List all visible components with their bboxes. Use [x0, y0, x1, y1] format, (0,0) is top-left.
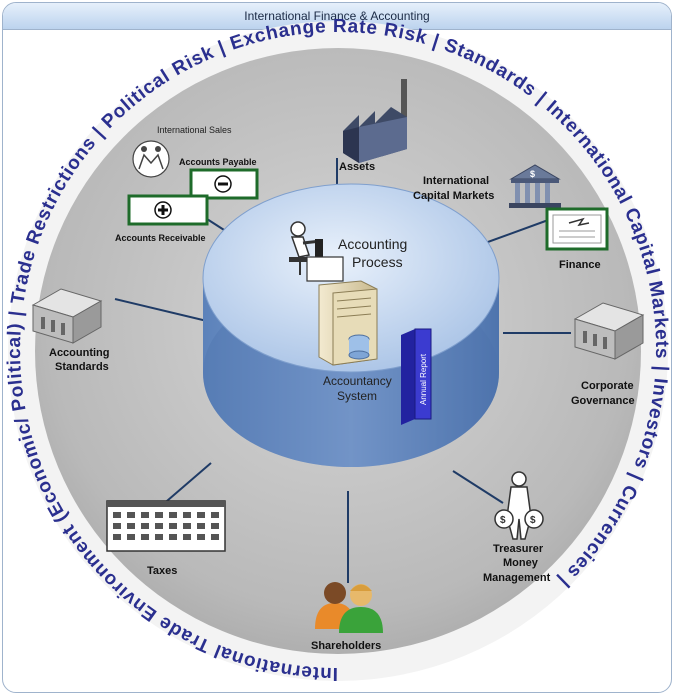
process-label-line1: Accounting — [338, 236, 407, 252]
system-label-line1: Accountancy — [323, 374, 392, 388]
capital-markets-label-line1: International — [423, 175, 489, 187]
trading-people-icon — [132, 140, 170, 178]
shareholders-label: Shareholders — [311, 640, 381, 652]
governance-building-icon — [573, 302, 645, 360]
certificate-icon — [545, 207, 609, 251]
accounting-standards-label-line2: Standards — [55, 361, 109, 373]
svg-text:$: $ — [500, 515, 506, 526]
accounts-receivable-label: Accounts Receivable — [115, 233, 206, 243]
treasurer-label-line1: Treasurer — [493, 543, 544, 555]
minus-box-icon — [189, 168, 259, 200]
taxes-label: Taxes — [147, 565, 177, 577]
capital-markets-label-line2: Capital Markets — [413, 190, 494, 202]
system-label-line2: System — [337, 389, 377, 403]
accounting-cylinder — [202, 183, 500, 467]
treasurer-label-line2: Money — [503, 557, 539, 569]
process-label-line2: Process — [352, 254, 403, 270]
corporate-governance-label-line1: Corporate — [581, 380, 634, 392]
factory-icon — [343, 79, 407, 163]
report-label: Annual Report — [419, 353, 428, 405]
shareholders-icon — [315, 582, 383, 633]
plus-box-icon — [127, 194, 209, 226]
svg-text:$: $ — [530, 515, 536, 526]
accounts-payable-label: Accounts Payable — [179, 157, 257, 167]
accounting-standards-label-line1: Accounting — [49, 347, 110, 359]
international-sales-label: International Sales — [157, 125, 232, 135]
corporate-governance-label-line2: Governance — [571, 395, 635, 407]
office-block-icon — [106, 500, 226, 552]
server-icon — [318, 280, 378, 366]
svg-text:$: $ — [530, 169, 535, 179]
accountant-icon — [289, 221, 344, 282]
annual-report-icon: Annual Report — [401, 328, 432, 425]
standards-building-icon — [31, 288, 103, 344]
bank-icon: $ — [509, 164, 561, 208]
treasurer-icon: $ $ — [494, 471, 544, 540]
treasurer-label-line3: Management — [483, 572, 551, 584]
assets-label: Assets — [339, 161, 375, 173]
diagram-canvas: International Trade Environment (Economi… — [4, 16, 671, 684]
finance-label: Finance — [559, 259, 601, 271]
